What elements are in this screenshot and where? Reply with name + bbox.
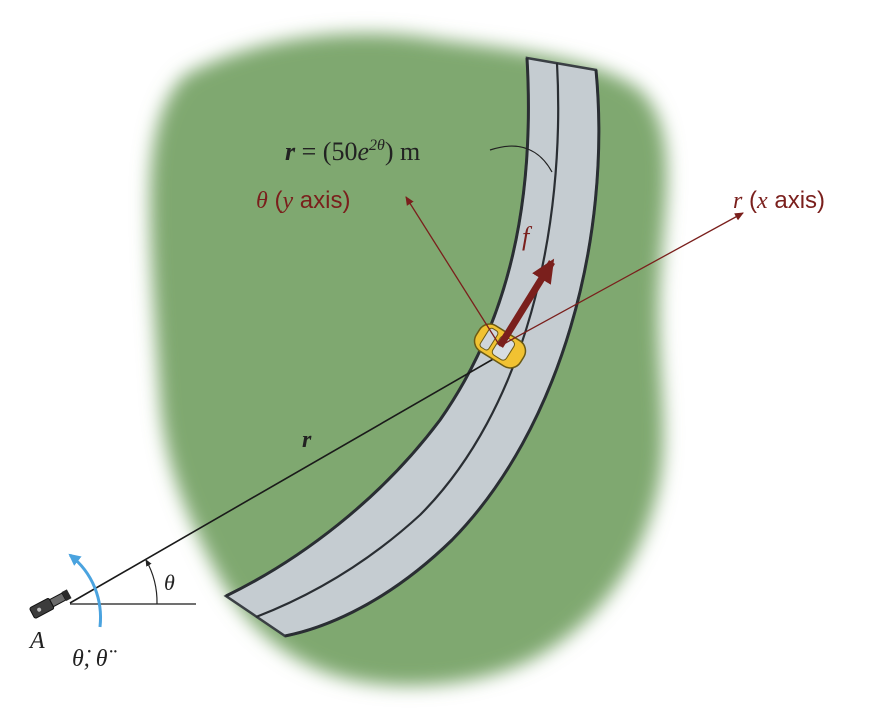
radius-line [69,357,496,604]
theta-rates-label: θ̇, θ̈ [72,646,117,672]
force-arrow [497,258,555,348]
r-axis-arrow [499,212,744,347]
radar-camera-icon [29,589,72,619]
point-a-label: A [28,628,45,654]
theta-arc [145,559,158,605]
rotation-arrow [68,553,103,628]
r-axis-label: r (x axis) [733,187,825,214]
radius-label: r [302,427,312,453]
force-label: f [522,222,533,251]
theta-axis-arrow [405,196,501,347]
path-equation: r = (50e2θ) m [285,137,420,166]
equation-leader [489,145,553,173]
theta-axis-label: θ (y axis) [256,187,350,214]
angle-label: θ [164,570,175,595]
